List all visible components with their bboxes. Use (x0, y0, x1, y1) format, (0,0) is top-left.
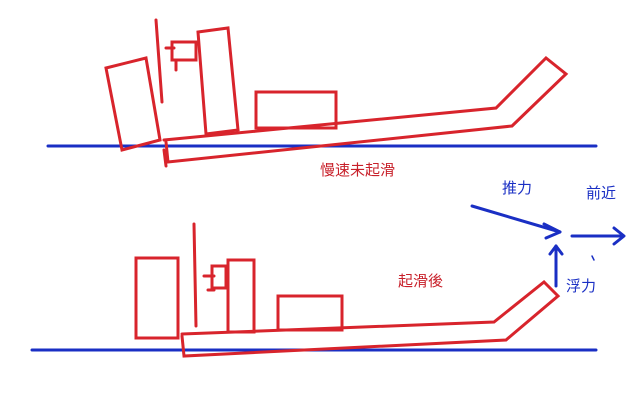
forward-arrow-head (612, 226, 626, 246)
boat-planing-mast (192, 222, 198, 328)
boat-slow-mast (154, 18, 164, 104)
lift-arrow (548, 244, 564, 288)
label-after-planing: 起滑後 (398, 272, 444, 290)
boat-slow-stern-block (104, 56, 162, 152)
boat-slow-small-box (170, 40, 198, 62)
boat-planing-hull-group (134, 222, 561, 358)
boat-planing-stern-block (134, 256, 180, 340)
boat-slow-tall-cabin (196, 26, 240, 136)
boat-planing-low-cabin (276, 294, 344, 332)
thrust-arrow (470, 204, 562, 240)
boat-slow-low-cabin (254, 90, 338, 130)
label-slow-not-planing: 慢速未起滑 (320, 161, 396, 179)
stray-mark (591, 255, 595, 261)
lift-arrow-head (548, 244, 564, 256)
label-thrust: 推力 (502, 179, 533, 197)
boat-slow-hull-group (104, 18, 569, 164)
boat-slow-keel-tick (162, 148, 168, 168)
thrust-arrow-head (542, 222, 562, 240)
forward-arrow (570, 226, 626, 246)
label-lift: 浮力 (566, 277, 597, 295)
boat-slow-hull (162, 55, 569, 164)
label-forward: 前近 (586, 184, 617, 202)
thrust-arrow-shaft (470, 204, 562, 234)
boat-planing-tall-cabin (226, 258, 256, 334)
boat-planing-hull (180, 279, 561, 358)
